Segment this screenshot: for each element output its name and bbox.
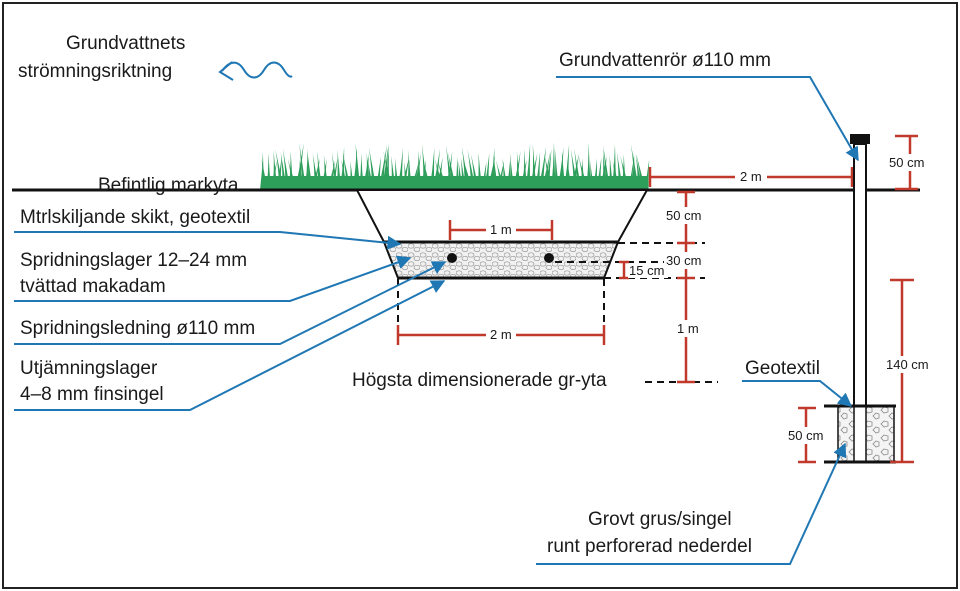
spreading-pipe-label: Spridningsledning ø110 mm [20, 318, 255, 339]
svg-text:2 m: 2 m [490, 327, 512, 342]
spreading-pipe-left [447, 253, 457, 263]
geotextile-layer-label: Mtrlskiljande skikt, geotextil [20, 207, 250, 228]
gravel-label-2: runt perforerad nederdel [547, 536, 752, 557]
svg-text:1 m: 1 m [490, 222, 512, 237]
grass-base [262, 176, 648, 190]
dim-pipe-depth: 140 cm [883, 278, 935, 464]
pipe-title-label: Grundvattenrör ø110 mm [559, 50, 771, 71]
geotextil-leader [742, 380, 853, 407]
svg-text:2 m: 2 m [740, 169, 762, 184]
leader-lines-left [14, 231, 447, 411]
perforated-section [853, 405, 867, 463]
svg-text:50 cm: 50 cm [889, 155, 924, 170]
flow-direction-label-1: Grundvattnets [66, 33, 185, 54]
geotextil-label: Geotextil [745, 358, 820, 379]
spreading-layer [382, 241, 620, 279]
dim-leveling: 15 cm [619, 260, 668, 280]
svg-text:50 cm: 50 cm [666, 208, 701, 223]
dim-pipe-above-ground: 50 cm [886, 134, 936, 191]
dim-distance-to-pipe: 2 m [648, 167, 854, 187]
svg-text:30 cm: 30 cm [666, 253, 701, 268]
svg-text:140 cm: 140 cm [886, 357, 929, 372]
spreading-layer-label-1: Spridningslager 12–24 mm [20, 250, 247, 271]
pipe-title-leader [556, 76, 859, 162]
leveling-layer-label-1: Utjämningslager [20, 358, 158, 379]
max-gw-level-label: Högsta dimensionerade gr-yta [352, 370, 607, 391]
groundwater-pipe-cap [850, 134, 870, 144]
dim-gravel-height: 50 cm [786, 406, 832, 464]
grass-strip [260, 142, 650, 190]
svg-text:50 cm: 50 cm [788, 428, 823, 443]
spreading-pipe-right [544, 253, 554, 263]
dim-vertical-stack: 50 cm 30 cm 1 m [664, 190, 714, 384]
svg-text:1 m: 1 m [677, 321, 699, 336]
ground-label: Befintlig markyta [98, 175, 239, 196]
flow-direction-wave-icon [218, 61, 293, 81]
leveling-layer-label-2: 4–8 mm finsingel [20, 384, 164, 405]
gravel-label-1: Grovt grus/singel [588, 509, 732, 530]
gravel-leader [536, 442, 847, 565]
spreading-layer-label-2: tvättad makadam [20, 276, 166, 297]
dim-pipe-spacing: 1 m [448, 220, 554, 240]
svg-text:15 cm: 15 cm [629, 263, 664, 278]
dim-bed-width: 2 m [396, 325, 606, 345]
flow-direction-label-2: strömningsriktning [18, 61, 172, 82]
